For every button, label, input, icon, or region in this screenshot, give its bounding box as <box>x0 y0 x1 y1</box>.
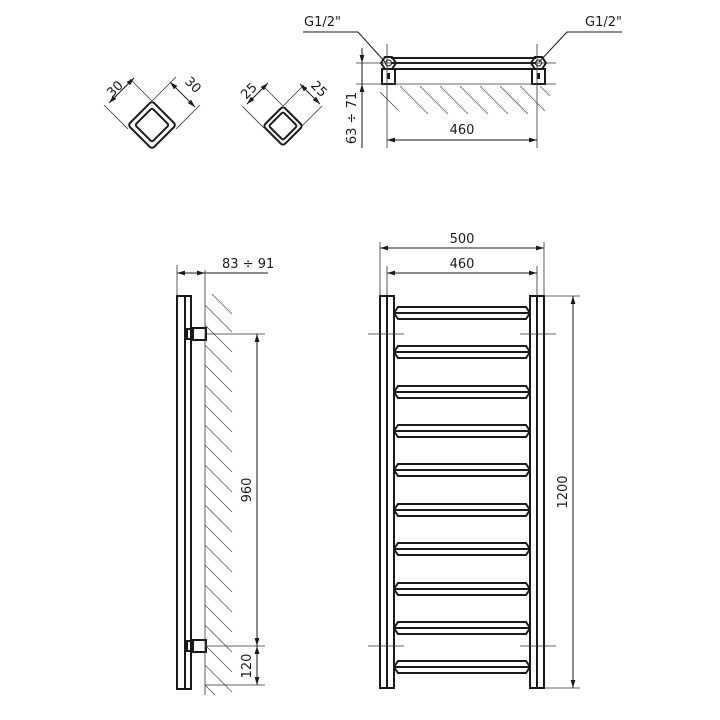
front-view: 500 460 1200 <box>368 232 580 689</box>
profile-30-view: 30 30 <box>103 74 204 149</box>
overall-height-dim: 1200 <box>556 475 571 508</box>
depth-dim: 83 ÷ 91 <box>222 257 274 272</box>
top-view: G1/2" G1/2" 63 ÷ 71 460 <box>303 15 622 148</box>
profile-25-dim-a: 25 <box>238 80 260 102</box>
connection-height-dim: 960 <box>240 478 255 503</box>
profile-30-dim-b: 30 <box>181 74 203 96</box>
bottom-offset-dim: 120 <box>240 654 255 679</box>
top-connection-spacing-dim: 460 <box>450 123 475 138</box>
connection-label-left: G1/2" <box>304 15 341 30</box>
profile-30-dim-a: 30 <box>104 78 126 100</box>
profile-25-view: 25 25 <box>238 78 330 146</box>
profile-25-dim-b: 25 <box>307 78 329 100</box>
side-view: 83 ÷ 91 960 120 <box>176 257 274 696</box>
wall-distance-dim: 63 ÷ 71 <box>345 92 360 144</box>
connection-label-right: G1/2" <box>585 15 622 30</box>
overall-width-dim: 500 <box>450 232 475 247</box>
rungs <box>392 306 532 674</box>
front-connection-width-dim: 460 <box>450 257 475 272</box>
